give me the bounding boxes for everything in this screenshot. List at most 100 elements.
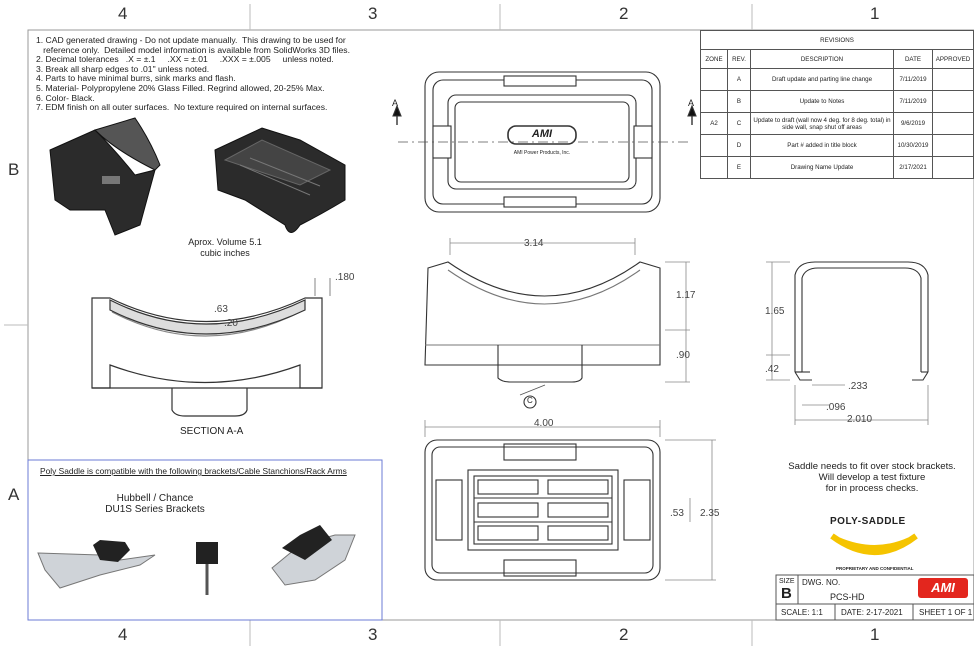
rev-header-approved: APPROVED xyxy=(932,49,974,69)
rev-approved xyxy=(932,90,974,113)
dim-section-top: .180 xyxy=(335,272,355,283)
rev-row: B Update to Notes 7/11/2019 xyxy=(700,90,974,113)
rev-description: Draft update and parting line change xyxy=(750,68,894,91)
rev-description: Drawing Name Update xyxy=(750,156,894,179)
product-name: POLY-SADDLE xyxy=(830,516,906,527)
scale-label: SCALE: 1:1 xyxy=(781,608,823,617)
note-line: 2. Decimal tolerances .X = ±.1 .XX = ±.0… xyxy=(36,54,334,65)
note-line: 3. Break all sharp edges to .01" unless … xyxy=(36,63,210,74)
bracket-images xyxy=(37,525,356,595)
fit-note: Saddle needs to fit over stock brackets.… xyxy=(772,461,972,494)
dwg-number: PCS-HD xyxy=(830,592,865,602)
volume-line: Aprox. Volume 5.1 xyxy=(188,237,262,247)
rev-approved xyxy=(932,134,974,157)
zone-top-1: 1 xyxy=(870,4,880,23)
rev-date: 2/17/2021 xyxy=(893,156,933,179)
revisions-title: REVISIONS xyxy=(700,30,974,50)
dim-side-width: 2.010 xyxy=(847,414,873,425)
rev-approved xyxy=(932,68,974,91)
dwg-label: DWG. NO. xyxy=(802,578,841,587)
size-value: B xyxy=(781,585,792,602)
compat-line-2: DU1S Series Brackets xyxy=(105,504,205,515)
dim-front-upper: 1.17 xyxy=(676,290,696,301)
rev-approved xyxy=(932,156,974,179)
dim-bottom-height: 2.35 xyxy=(700,508,720,519)
rev-description: Update to draft (wall now 4 deg. for 8 d… xyxy=(750,112,894,135)
rev-letter: D xyxy=(727,134,751,157)
dim-side-lip: .233 xyxy=(848,381,868,392)
dim-side-wall: .096 xyxy=(826,402,846,413)
dim-section-mid: .63 xyxy=(214,304,228,315)
rev-letter: C xyxy=(727,112,751,135)
rev-row: A2 C Update to draft (wall now 4 deg. fo… xyxy=(700,112,974,135)
section-label: SECTION A-A xyxy=(180,426,244,437)
isometric-view-rear xyxy=(214,127,346,233)
note-line: 7. EDM finish on all outer surfaces. No … xyxy=(36,102,328,113)
dim-front-lower: .90 xyxy=(676,350,690,361)
zone-top-4: 4 xyxy=(118,4,128,23)
front-view xyxy=(424,238,690,409)
rev-description: Part # added in title block xyxy=(750,134,894,157)
size-label: SIZE xyxy=(779,578,795,585)
compat-line-1: Hubbell / Chance xyxy=(116,493,194,504)
top-view-logo-subtext: AMI Power Products, Inc. xyxy=(513,150,571,156)
zone-bottom-4: 4 xyxy=(118,625,128,644)
note-line: 5. Material- Polypropylene 20% Glass Fil… xyxy=(36,82,325,93)
note-line: reference only. Detailed model informati… xyxy=(36,44,350,55)
rev-header-date: DATE xyxy=(893,49,933,69)
side-view xyxy=(766,261,929,425)
zone-left-b: B xyxy=(8,160,20,179)
rev-row: D Part # added in title block 10/30/2019 xyxy=(700,134,974,157)
section-marker-right: A xyxy=(688,98,695,108)
rev-letter: A xyxy=(727,68,751,91)
fit-note-line: Saddle needs to fit over stock brackets. xyxy=(788,461,956,472)
section-marker-left: A xyxy=(392,98,399,108)
title-block-frame xyxy=(775,574,974,621)
compat-heading: Poly Saddle is compatible with the follo… xyxy=(40,466,347,476)
ami-logo: AMI xyxy=(918,578,968,598)
dim-side-foot: .42 xyxy=(765,364,779,375)
dim-bottom-inner: .53 xyxy=(670,508,684,519)
note-line: 4. Parts to have minimal burrs, sink mar… xyxy=(36,73,236,84)
callout-c: C xyxy=(527,396,533,405)
rev-date: 10/30/2019 xyxy=(893,134,933,157)
poly-saddle-shape xyxy=(830,533,918,555)
isometric-view-front xyxy=(49,117,161,236)
rev-zone xyxy=(700,156,728,179)
zone-top-2: 2 xyxy=(619,4,629,23)
rev-approved xyxy=(932,112,974,135)
zone-bottom-2: 2 xyxy=(619,625,629,644)
fit-note-line: for in process checks. xyxy=(825,483,919,494)
top-view xyxy=(392,71,697,213)
rev-zone xyxy=(700,68,728,91)
bottom-view xyxy=(424,420,716,581)
dim-front-width: 3.14 xyxy=(524,238,544,249)
top-view-logo: AMI xyxy=(531,128,553,140)
rev-row: A Draft update and parting line change 7… xyxy=(700,68,974,91)
date-label: DATE: 2-17-2021 xyxy=(841,608,903,617)
rev-date: 7/11/2019 xyxy=(893,68,933,91)
rev-letter: E xyxy=(727,156,751,179)
fit-note-line: Will develop a test fixture xyxy=(818,472,926,483)
volume-line: cubic inches xyxy=(200,248,250,258)
note-line: 6. Color- Black. xyxy=(36,92,95,103)
zone-left-a: A xyxy=(8,485,20,504)
rev-description: Update to Notes xyxy=(750,90,894,113)
compat-brackets: Hubbell / Chance DU1S Series Brackets xyxy=(100,493,210,515)
rev-date: 7/11/2019 xyxy=(893,90,933,113)
drawing-notes: 1. CAD generated drawing - Do not update… xyxy=(36,35,350,113)
zone-top-3: 3 xyxy=(368,4,378,23)
dim-section-small: .20 xyxy=(224,318,238,329)
rev-zone xyxy=(700,90,728,113)
sheet-label: SHEET 1 OF 1 xyxy=(919,608,973,617)
zone-bottom-3: 3 xyxy=(368,625,378,644)
zone-bottom-1: 1 xyxy=(870,625,880,644)
proprietary-note: PROPRIETARY AND CONFIDENTIAL xyxy=(836,566,914,571)
rev-date: 9/6/2019 xyxy=(893,112,933,135)
volume-note: Aprox. Volume 5.1 cubic inches xyxy=(180,237,270,259)
rev-header-description: DESCRIPTION xyxy=(750,49,894,69)
rev-zone xyxy=(700,134,728,157)
revisions-table: REVISIONS ZONE REV. DESCRIPTION DATE APP… xyxy=(700,30,974,179)
dim-side-height: 1.65 xyxy=(765,306,785,317)
